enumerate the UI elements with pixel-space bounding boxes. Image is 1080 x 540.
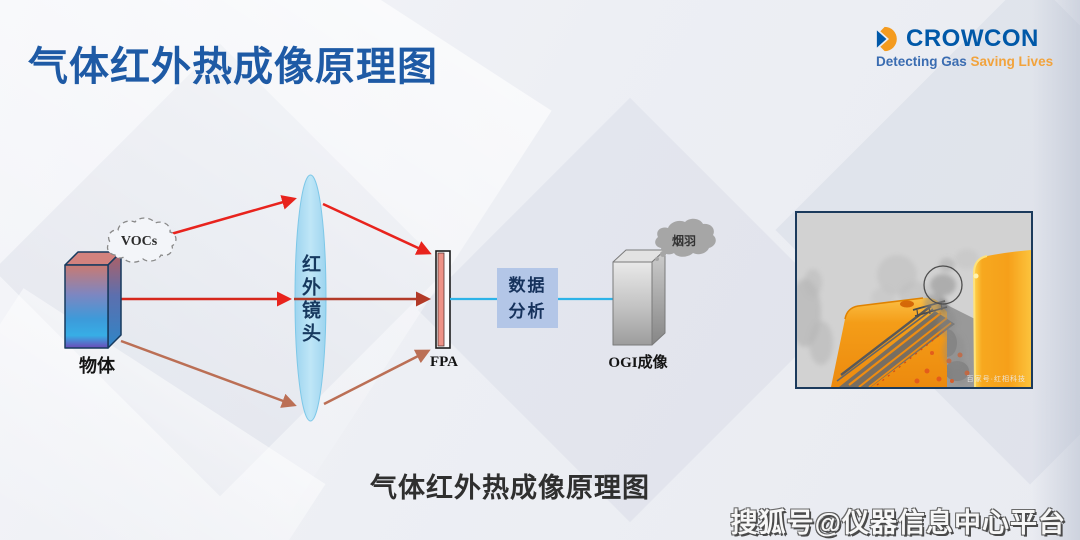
right-tank	[972, 250, 1031, 387]
tagline-detecting-gas: Detecting Gas	[876, 54, 967, 69]
object-box	[64, 251, 122, 349]
tree-silhouettes	[797, 249, 979, 365]
ray-bottom-refracted	[323, 349, 431, 406]
fpa-label: FPA	[429, 354, 459, 370]
lens-label: 红外镜头	[299, 254, 320, 346]
ogi-box	[612, 249, 666, 346]
gas-plume	[924, 258, 970, 385]
plume-cloud	[655, 218, 716, 261]
ogi-label: OGI成像	[608, 355, 668, 371]
object-label: 物体	[79, 356, 115, 376]
plume-label: 烟羽	[671, 234, 696, 248]
sohu-watermark: 搜狐号@仪器信息中心平台	[730, 508, 1066, 538]
vocs-label: VOCs	[120, 234, 158, 249]
ray-top-refracted	[322, 202, 432, 255]
crowcon-tagline: Detecting Gas Saving Lives	[876, 54, 1066, 69]
caption: 气体红外热成像原理图	[370, 473, 650, 503]
crowcon-logo: CROWCON Detecting Gas Saving Lives	[876, 25, 1066, 69]
fpa-detector	[435, 250, 451, 349]
ray-bottom-incident	[120, 339, 297, 408]
leak-hot-spot	[973, 273, 979, 279]
leak-annotation-circle	[923, 265, 963, 305]
analysis-label-line1: 数据	[508, 276, 547, 295]
data-analysis-box: 数据 分析	[497, 268, 558, 328]
thermal-watermark: 百家号·红相科技	[966, 376, 1026, 383]
analysis-label-line2: 分析	[508, 301, 547, 321]
infrared-rays	[120, 195, 432, 408]
crowcon-chevron-icon	[876, 26, 897, 52]
crowcon-wordmark: CROWCON	[906, 25, 1039, 52]
vocs-cloud	[106, 217, 177, 263]
stairway	[836, 305, 955, 387]
tagline-saving-lives: Saving Lives	[970, 54, 1054, 69]
page-title: 气体红外热成像原理图	[28, 44, 438, 89]
ray-top-incident	[163, 195, 297, 238]
background-edge	[1032, 0, 1080, 540]
thermal-image: 百家号·红相科技	[795, 211, 1033, 389]
thermal-scene	[797, 213, 1031, 387]
